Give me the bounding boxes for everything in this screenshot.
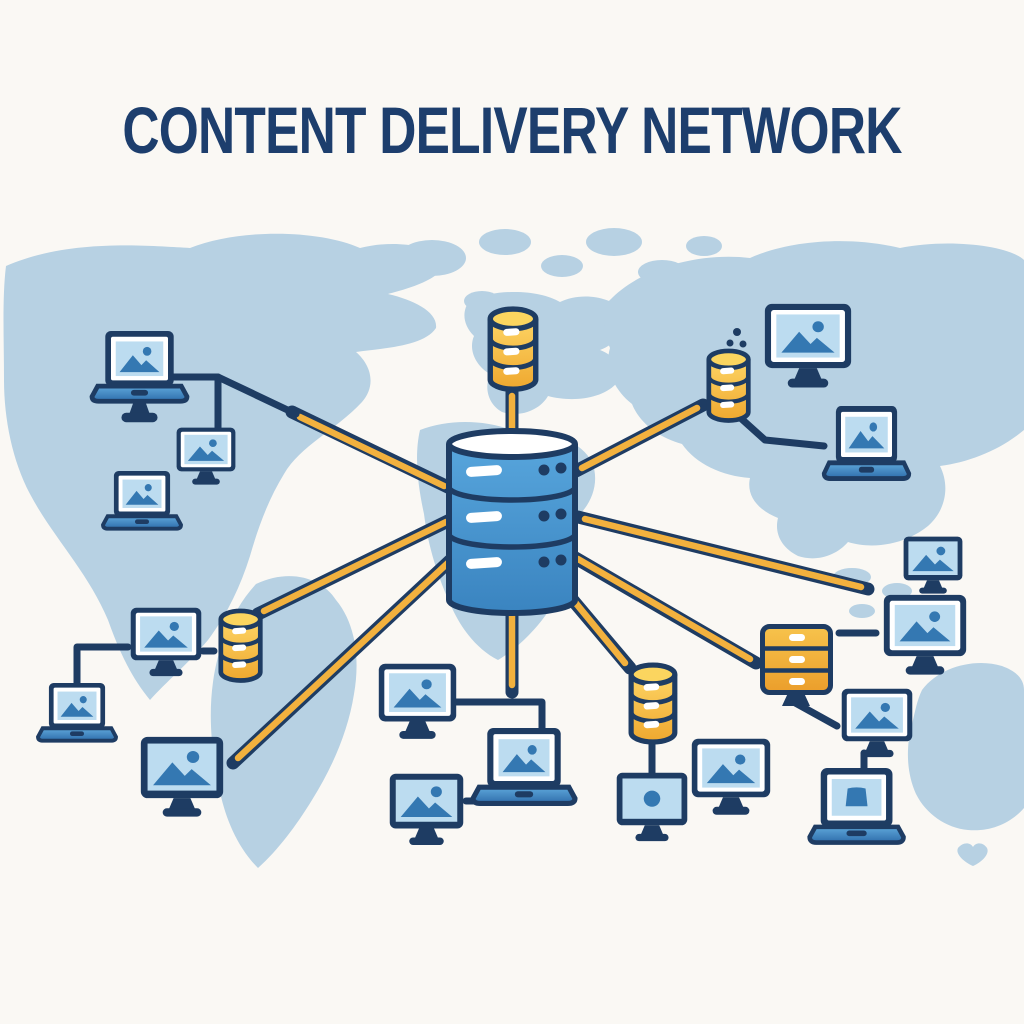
io-monitor [692,739,770,815]
origin-database-server [446,428,578,616]
sa-laptop [38,683,116,741]
as-laptop [810,768,904,843]
ne-laptop [824,406,909,479]
link-origin-to-asia-monitor [571,510,875,596]
wire-ne-cache-laptop [731,409,828,450]
local-wires [73,373,880,805]
page-title: CONTENT DELIVERY NETWORK [122,93,902,167]
wire-na-diagonal [214,373,300,418]
as-monitor-large [884,595,966,675]
map-new-zealand [957,843,988,866]
io-monitor-dot [617,773,688,841]
map-australia [907,663,1024,831]
link-origin-to-server-tower [565,549,763,670]
ne-dots [726,328,747,348]
link-origin-to-sa-monitor [226,549,462,770]
as-server-tower [763,627,831,707]
map-asia [604,241,1024,559]
sa-cache [221,611,260,681]
wire-sa-laptop-monitor [73,643,132,688]
as-monitor-lower [842,689,913,757]
na-laptop [103,471,181,529]
as-monitor-small [904,537,963,594]
link-origin-to-sa-cache [251,512,459,621]
sa-monitor-lower [141,737,223,817]
wire-atl-monitor-laptop [452,698,546,737]
server-top-opening [446,428,578,460]
device-layer [38,304,966,845]
link-origin-to-north-america [285,405,459,496]
ne-cache [709,351,748,421]
cache-above-origin [490,309,535,389]
server-tier-lights [466,462,567,569]
atl-laptop [473,728,575,803]
io-cache [631,665,675,742]
atl-monitor-lower [390,774,464,845]
link-origin-to-ne-cache [569,398,710,478]
atl-monitor [379,664,456,739]
